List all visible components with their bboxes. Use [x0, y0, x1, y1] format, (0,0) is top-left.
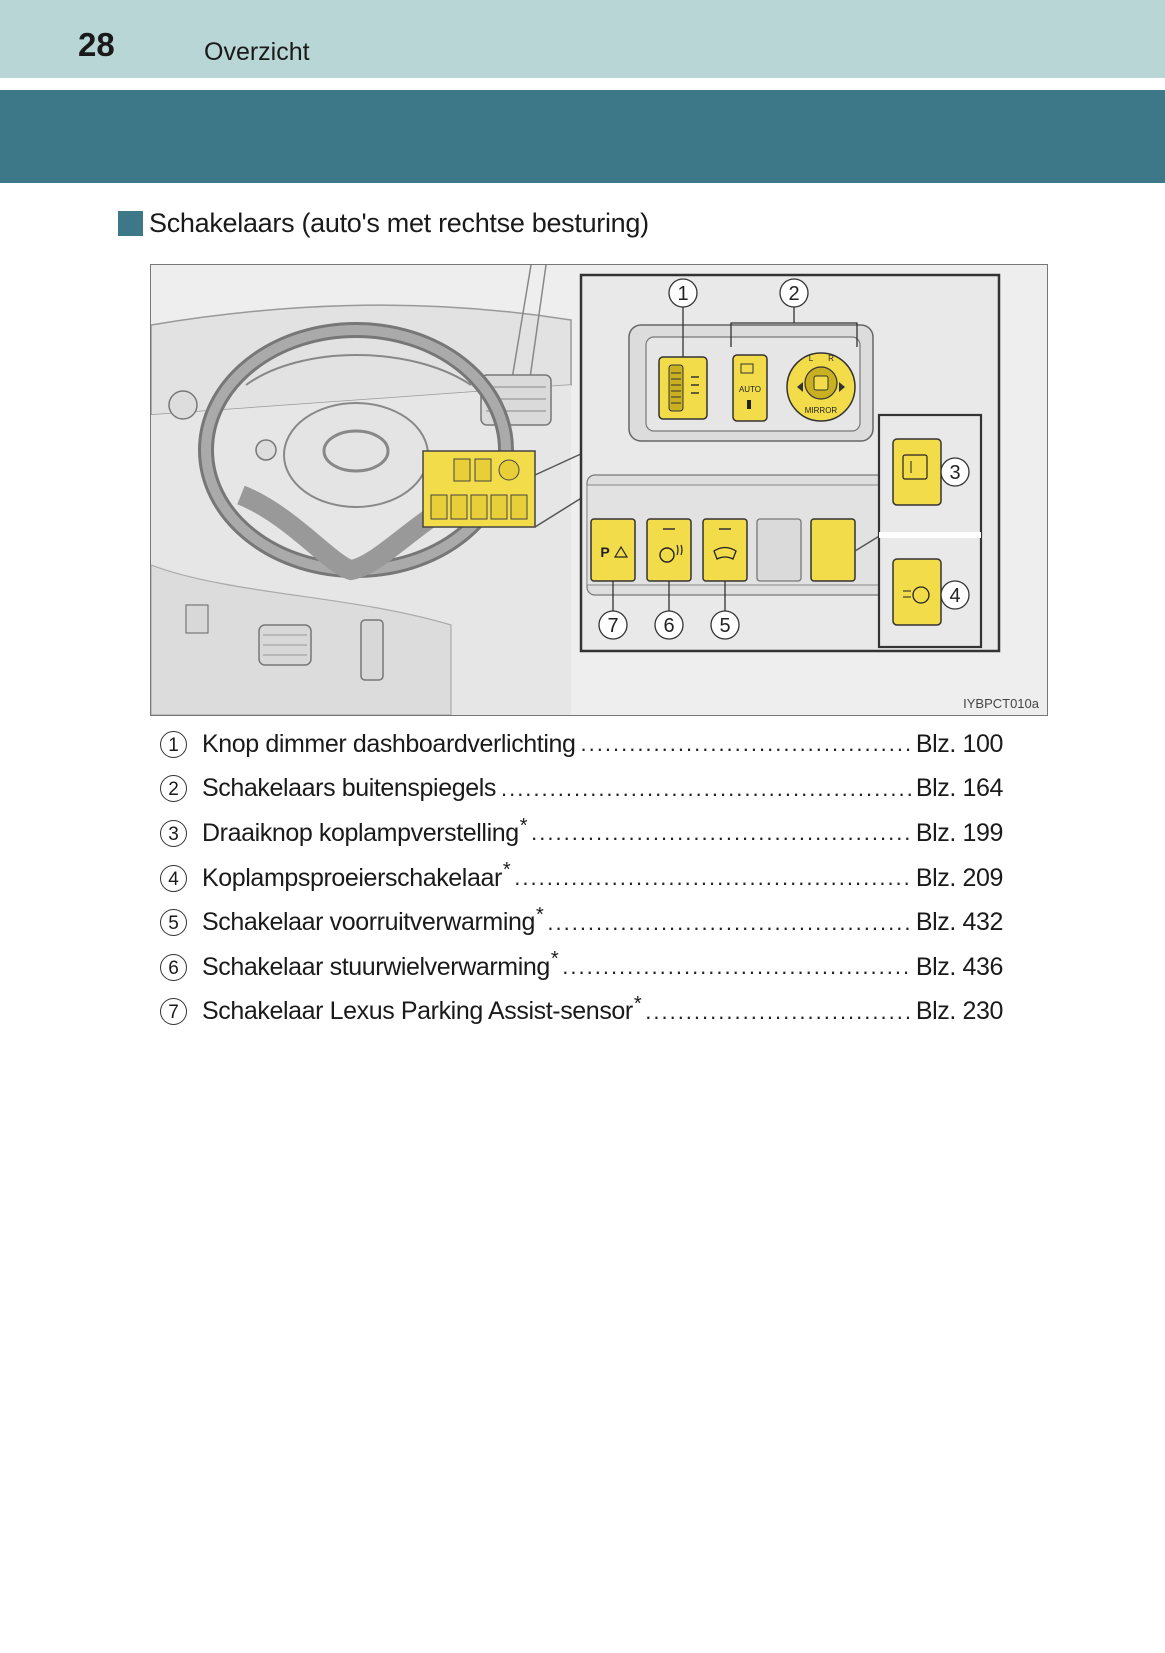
page-reference[interactable]: Blz. 100: [915, 729, 1004, 758]
switch-list: 1 Knop dimmer dashboardverlichting .....…: [160, 722, 1003, 1034]
item-label-text: Knop dimmer dashboardverlichting: [202, 729, 576, 758]
item-label-text: Schakelaars buitenspiegels: [202, 774, 496, 803]
callout-6: 6: [663, 615, 674, 637]
mirror-left-label: L: [809, 354, 814, 363]
heading-text: Schakelaars (auto's met rechtse besturin…: [149, 207, 649, 238]
item-label: Schakelaar Lexus Parking Assist-sensor*: [202, 994, 642, 1026]
item-label-text: Schakelaar voorruitverwarming: [202, 908, 535, 937]
footnote-star: *: [535, 903, 544, 926]
mirror-switch-label: MIRROR: [805, 406, 838, 415]
parking-switch-label: P: [600, 544, 609, 560]
callout-3: 3: [949, 462, 960, 484]
list-item: 4 Koplampsproeierschakelaar* ...........…: [160, 856, 1003, 901]
leader-dots: ........................................…: [562, 954, 912, 980]
auto-switch-label: AUTO: [739, 385, 761, 394]
item-label-text: Schakelaar Lexus Parking Assist-sensor: [202, 997, 633, 1026]
leader-dots: ........................................…: [514, 865, 912, 891]
item-label: Schakelaars buitenspiegels: [202, 774, 497, 803]
list-item: 1 Knop dimmer dashboardverlichting .....…: [160, 722, 1003, 767]
footnote-star: *: [633, 993, 642, 1016]
list-item: 5 Schakelaar voorruitverwarming* .......…: [160, 900, 1003, 945]
page-number: 28: [78, 26, 115, 63]
page-reference[interactable]: Blz. 432: [915, 908, 1004, 937]
item-label: Knop dimmer dashboardverlichting: [202, 730, 577, 759]
leader-dots: ........................................…: [531, 820, 912, 846]
item-number: 1: [160, 730, 187, 758]
page-reference[interactable]: Blz. 199: [915, 818, 1004, 847]
item-number: 2: [160, 775, 187, 803]
page-reference[interactable]: Blz. 230: [915, 997, 1004, 1026]
item-label-text: Koplampsproeierschakelaar: [202, 863, 502, 892]
item-number: 5: [160, 909, 187, 937]
item-label-text: Schakelaar stuurwielverwarming: [202, 952, 550, 981]
page-reference[interactable]: Blz. 209: [915, 863, 1004, 892]
figure-code: IYBPCT010a: [963, 696, 1039, 711]
item-number: 3: [160, 819, 187, 847]
callout-5: 5: [719, 615, 730, 637]
heading-marker-icon: [118, 210, 143, 236]
list-item: 2 Schakelaars buitenspiegels ...........…: [160, 767, 1003, 812]
list-item: 6 Schakelaar stuurwielverwarming* ......…: [160, 945, 1003, 990]
item-number: 7: [160, 998, 187, 1026]
callout-1: 1: [677, 283, 688, 305]
item-label: Koplampsproeierschakelaar*: [202, 860, 511, 893]
item-number: 4: [160, 864, 187, 892]
callout-7: 7: [607, 615, 618, 637]
list-item: 7 Schakelaar Lexus Parking Assist-sensor…: [160, 990, 1003, 1035]
footnote-star: *: [519, 814, 528, 837]
item-label: Schakelaar stuurwielverwarming*: [202, 949, 559, 982]
leader-dots: ........................................…: [547, 909, 912, 935]
callout-4: 4: [949, 585, 960, 607]
item-number: 6: [160, 953, 187, 981]
page-reference[interactable]: Blz. 164: [915, 774, 1004, 803]
item-label: Draaiknop koplampverstelling*: [202, 816, 528, 848]
mirror-right-label: R: [828, 354, 834, 363]
footnote-star: *: [550, 948, 559, 971]
callout-2: 2: [788, 283, 799, 305]
item-label-text: Draaiknop koplampverstelling: [202, 818, 519, 847]
leader-dots: ........................................…: [645, 998, 912, 1024]
list-item: 3 Draaiknop koplampverstelling* ........…: [160, 811, 1003, 856]
leader-dots: ........................................…: [500, 775, 912, 801]
header-accent-band: [0, 90, 1165, 183]
page-reference[interactable]: Blz. 436: [915, 952, 1004, 981]
footnote-star: *: [502, 859, 511, 882]
leader-dots: ........................................…: [580, 731, 912, 757]
header-band: [0, 0, 1165, 78]
illustration-drawing: AUTO L R MIRROR P: [151, 265, 1047, 715]
section-heading: Schakelaars (auto's met rechtse besturin…: [118, 206, 649, 240]
item-label: Schakelaar voorruitverwarming*: [202, 905, 544, 937]
section-title: Overzicht: [204, 38, 310, 66]
switches-illustration: AUTO L R MIRROR P: [150, 264, 1048, 716]
